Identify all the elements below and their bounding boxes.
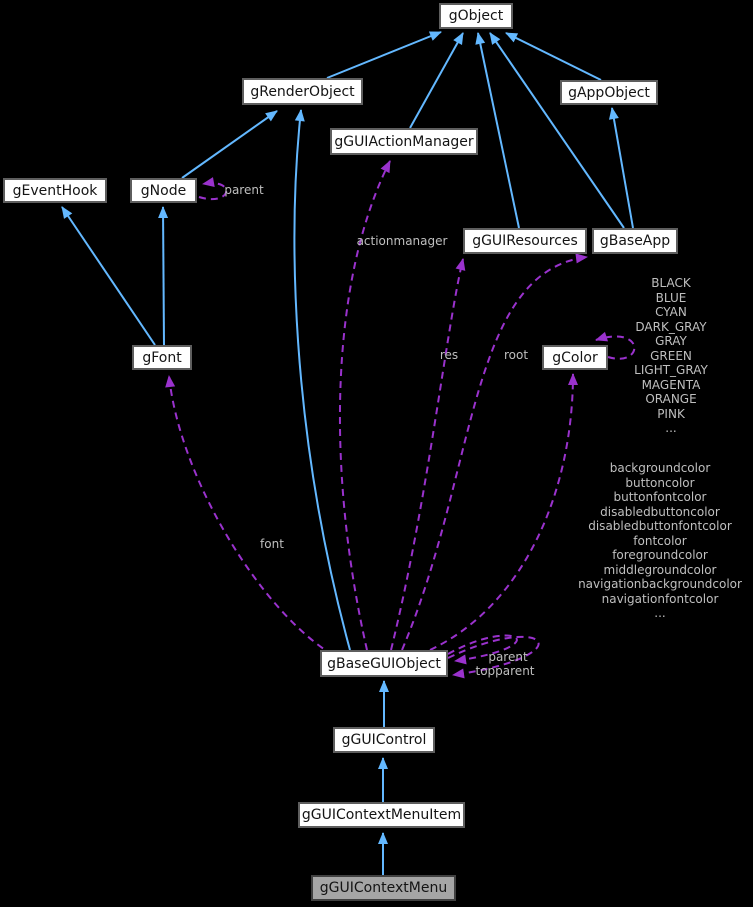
node-gfont[interactable]: gFont [132, 345, 192, 370]
edge-gfont-to-gnode [158, 206, 169, 346]
node-gguiresources[interactable]: gGUIResources [463, 228, 587, 254]
edge-res [390, 258, 466, 651]
edge-gcolor-selfloop [595, 331, 636, 360]
node-gcolor[interactable]: gColor [542, 345, 608, 370]
node-gguicontrol[interactable]: gGUIControl [333, 727, 435, 753]
edge-topparent-selfloop [447, 635, 540, 679]
edge-actionmanager [338, 160, 391, 651]
edge-label-parent: parent [488, 650, 528, 664]
node-gguicontextmenuitem[interactable]: gGUIContextMenuItem [298, 802, 465, 828]
edge-gnode-parent-selfloop [198, 177, 228, 200]
gcolor-constants-list: BLACK BLUE CYAN DARK_GRAY GRAY GREEN LIG… [634, 276, 708, 435]
edge-gguiactionmanager-to-gobject [409, 32, 464, 129]
node-geventhook[interactable]: gEventHook [3, 178, 107, 203]
edge-label-root: root [503, 348, 529, 362]
node-gobject[interactable]: gObject [439, 3, 513, 29]
edge-gfont-to-geventhook [61, 206, 156, 346]
color-members-list: backgroundcolor buttoncolor buttonfontco… [578, 461, 742, 620]
usage-edges [165, 160, 636, 679]
edge-parent-selfloop [447, 634, 518, 665]
edge-color-members [429, 373, 578, 651]
edge-gbaseapp-to-gappobject [608, 107, 634, 229]
edge-label-res: res [439, 348, 459, 362]
edge-label-node-parent: parent [224, 183, 264, 197]
edge-gbaseapp-to-gobject [489, 32, 625, 229]
edge-label-font: font [260, 537, 284, 551]
edge-label-actionmanager: actionmanager [356, 234, 448, 248]
edge-label-topparent: topparent [475, 664, 535, 678]
edge-root [401, 253, 588, 651]
node-gbaseguiobject[interactable]: gBaseGUIObject [320, 650, 448, 677]
edge-gappobject-to-gobject [505, 32, 602, 81]
node-grenderobject[interactable]: gRenderObject [242, 78, 363, 105]
edge-grenderobject-to-gobject [326, 31, 442, 79]
node-gguicontextmenu[interactable]: gGUIContextMenu [311, 875, 456, 901]
edge-font [165, 375, 334, 656]
node-gguiactionmanager[interactable]: gGUIActionManager [330, 128, 478, 155]
edge-gnode-to-grenderobject [181, 110, 278, 179]
inheritance-edges [61, 31, 634, 875]
node-gbaseapp[interactable]: gBaseApp [592, 228, 678, 254]
node-gnode[interactable]: gNode [130, 178, 197, 203]
edge-gbaseguiobject-to-grenderobject [293, 109, 351, 651]
edge-gguiresources-to-gobject [475, 32, 520, 229]
node-gappobject[interactable]: gAppObject [560, 80, 658, 105]
